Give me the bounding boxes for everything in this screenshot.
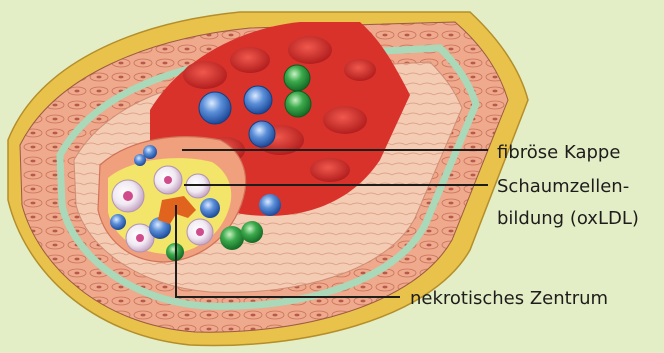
label-fibrous-cap: fibröse Kappe	[497, 142, 620, 164]
label-foam-cells-line1: Schaumzellen-	[497, 176, 629, 198]
label-foam-cells-line2: bildung (oxLDL)	[497, 208, 639, 230]
label-necrotic-core: nekrotisches Zentrum	[410, 288, 608, 310]
